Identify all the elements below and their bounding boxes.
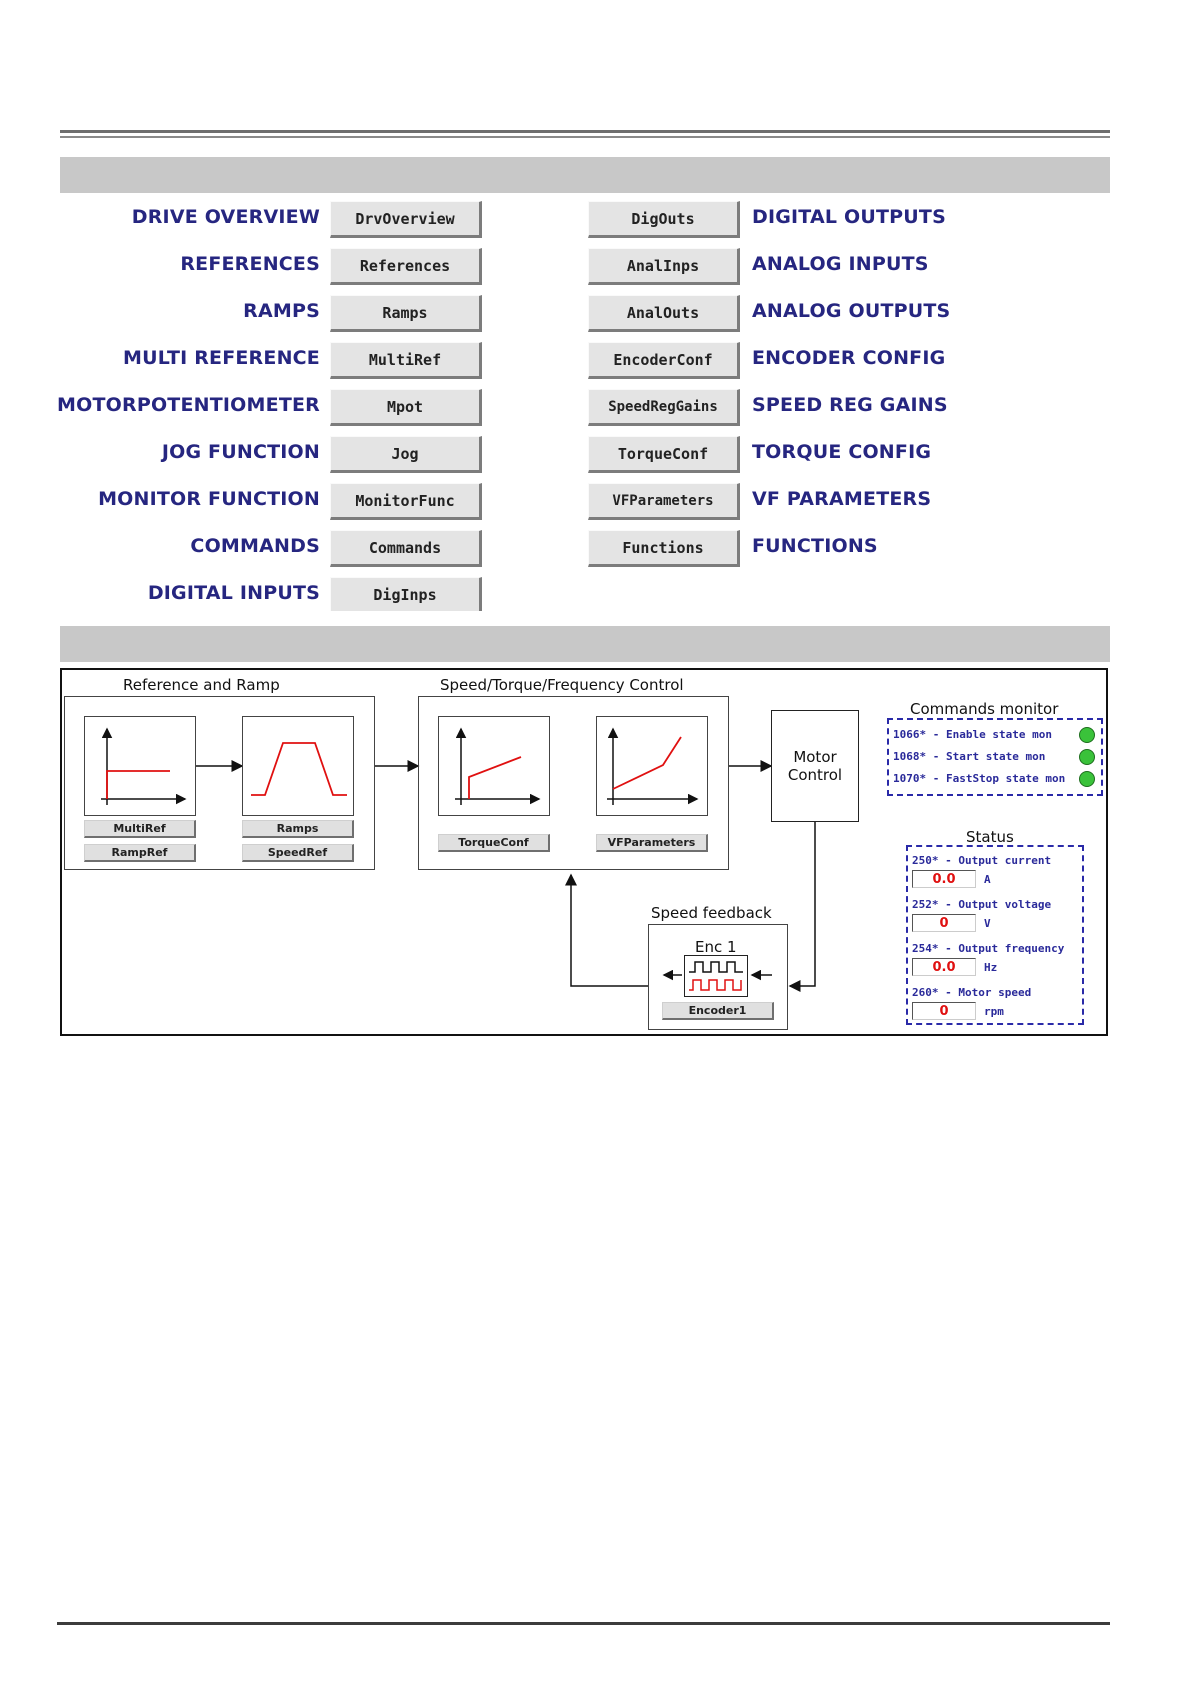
motor-speed-value: 0	[912, 1002, 976, 1020]
section-band-navigation	[60, 157, 1110, 193]
drive-block-diagram: Reference and Ramp MultiRef Ramps RampRe…	[60, 668, 1108, 1036]
multiref-graph	[84, 716, 196, 816]
nav-label-torque-config: TORQUE CONFIG	[752, 441, 932, 463]
faststop-state-led-icon	[1079, 771, 1095, 787]
output-current-label: 250* - Output current	[912, 854, 1052, 867]
nav-label-ramps: RAMPS	[243, 300, 320, 322]
nav-label-monitor-function: MONITOR FUNCTION	[98, 488, 320, 510]
motor-control-label-line2: Control	[787, 766, 843, 784]
output-current-value: 0.0	[912, 870, 976, 888]
encoder-arrows	[662, 969, 772, 981]
nav-label-commands: COMMANDS	[190, 535, 320, 557]
torque-curve-graph-icon	[455, 727, 541, 805]
enable-state-label: 1066* - Enable state mon	[893, 728, 1052, 741]
vf-curve-graph-icon	[607, 727, 699, 805]
commands-monitor-panel	[887, 718, 1103, 796]
motor-control-label-line1: Motor	[793, 748, 837, 766]
rampref-button[interactable]: RampRef	[84, 844, 196, 862]
vf-graph	[596, 716, 708, 816]
enable-state-led-icon	[1079, 727, 1095, 743]
output-frequency-unit: Hz	[984, 961, 998, 974]
monitorfunc-button[interactable]: MonitorFunc	[330, 483, 482, 520]
nav-label-jog-function: JOG FUNCTION	[161, 441, 320, 463]
mpot-button[interactable]: Mpot	[330, 389, 482, 426]
step-reference-graph-icon	[101, 727, 187, 805]
jog-button[interactable]: Jog	[330, 436, 482, 473]
torque-graph	[438, 716, 550, 816]
speedreggains-button[interactable]: SpeedRegGains	[588, 389, 740, 426]
nav-label-analog-outputs: ANALOG OUTPUTS	[752, 300, 951, 322]
ramps-graph	[242, 716, 354, 816]
digouts-button[interactable]: DigOuts	[588, 201, 740, 238]
encoderconf-button[interactable]: EncoderConf	[588, 342, 740, 379]
commands-monitor-title: Commands monitor	[910, 700, 1059, 718]
footer-rule	[57, 1622, 1110, 1625]
output-voltage-label: 252* - Output voltage	[912, 898, 1052, 911]
speed-feedback-title: Speed feedback	[651, 904, 772, 922]
header-rule	[60, 130, 1110, 133]
control-title: Speed/Torque/Frequency Control	[440, 676, 684, 694]
status-title: Status	[966, 828, 1014, 846]
speedref-button[interactable]: SpeedRef	[242, 844, 354, 862]
motor-speed-unit: rpm	[984, 1005, 1004, 1018]
header-rule-secondary	[60, 136, 1110, 138]
encoder1-button[interactable]: Encoder1	[662, 1002, 774, 1020]
torqueconf-button[interactable]: TorqueConf	[588, 436, 740, 473]
vfparameters-button[interactable]: VFParameters	[588, 483, 740, 520]
arrow-motor-to-feedback	[788, 822, 816, 992]
torqueconf-diagram-button[interactable]: TorqueConf	[438, 834, 550, 852]
encoder-label: Enc 1	[695, 938, 737, 956]
nav-label-motorpotentiometer: MOTORPOTENTIOMETER	[57, 394, 320, 416]
ramps-diagram-button[interactable]: Ramps	[242, 820, 354, 838]
reference-ramp-group	[64, 696, 375, 870]
reference-ramp-title: Reference and Ramp	[123, 676, 280, 694]
nav-label-digital-inputs: DIGITAL INPUTS	[147, 582, 320, 604]
nav-label-functions: FUNCTIONS	[752, 535, 878, 557]
ramps-button[interactable]: Ramps	[330, 295, 482, 332]
encoder-signal-box	[684, 955, 748, 997]
commands-button[interactable]: Commands	[330, 530, 482, 567]
nav-label-analog-inputs: ANALOG INPUTS	[752, 253, 929, 275]
references-button[interactable]: References	[330, 248, 482, 285]
start-state-led-icon	[1079, 749, 1095, 765]
control-group	[418, 696, 729, 870]
arrow-feedback-to-control	[565, 873, 648, 987]
section-band-diagram	[60, 626, 1110, 662]
drvoverview-button[interactable]: DrvOverview	[330, 201, 482, 238]
diginps-button[interactable]: DigInps	[330, 577, 482, 611]
analinps-button[interactable]: AnalInps	[588, 248, 740, 285]
nav-label-drive-overview: DRIVE OVERVIEW	[131, 206, 320, 228]
motor-speed-label: 260* - Motor speed	[912, 986, 1032, 999]
functions-button[interactable]: Functions	[588, 530, 740, 567]
multiref-button[interactable]: MultiRef	[330, 342, 482, 379]
output-voltage-unit: V	[984, 917, 991, 930]
status-panel	[906, 845, 1084, 1025]
ramp-profile-graph-icon	[251, 742, 347, 796]
nav-label-encoder-config: ENCODER CONFIG	[752, 347, 946, 369]
nav-label-speed-reg-gains: SPEED REG GAINS	[752, 394, 948, 416]
output-frequency-label: 254* - Output frequency	[912, 942, 1065, 955]
output-frequency-value: 0.0	[912, 958, 976, 976]
encoder-pulse-icon	[689, 961, 743, 991]
start-state-label: 1068* - Start state mon	[893, 750, 1046, 763]
diagram-connectors	[196, 760, 816, 992]
nav-label-multi-reference: MULTI REFERENCE	[123, 347, 320, 369]
nav-label-references: REFERENCES	[180, 253, 320, 275]
analouts-button[interactable]: AnalOuts	[588, 295, 740, 332]
output-current-unit: A	[984, 873, 991, 886]
multiref-diagram-button[interactable]: MultiRef	[84, 820, 196, 838]
nav-label-vf-parameters: VF PARAMETERS	[752, 488, 932, 510]
motor-control-block: Motor Control	[771, 710, 859, 822]
output-voltage-value: 0	[912, 914, 976, 932]
nav-label-digital-outputs: DIGITAL OUTPUTS	[752, 206, 946, 228]
vfparameters-diagram-button[interactable]: VFParameters	[596, 834, 708, 852]
faststop-state-label: 1070* - FastStop state mon	[893, 772, 1066, 785]
